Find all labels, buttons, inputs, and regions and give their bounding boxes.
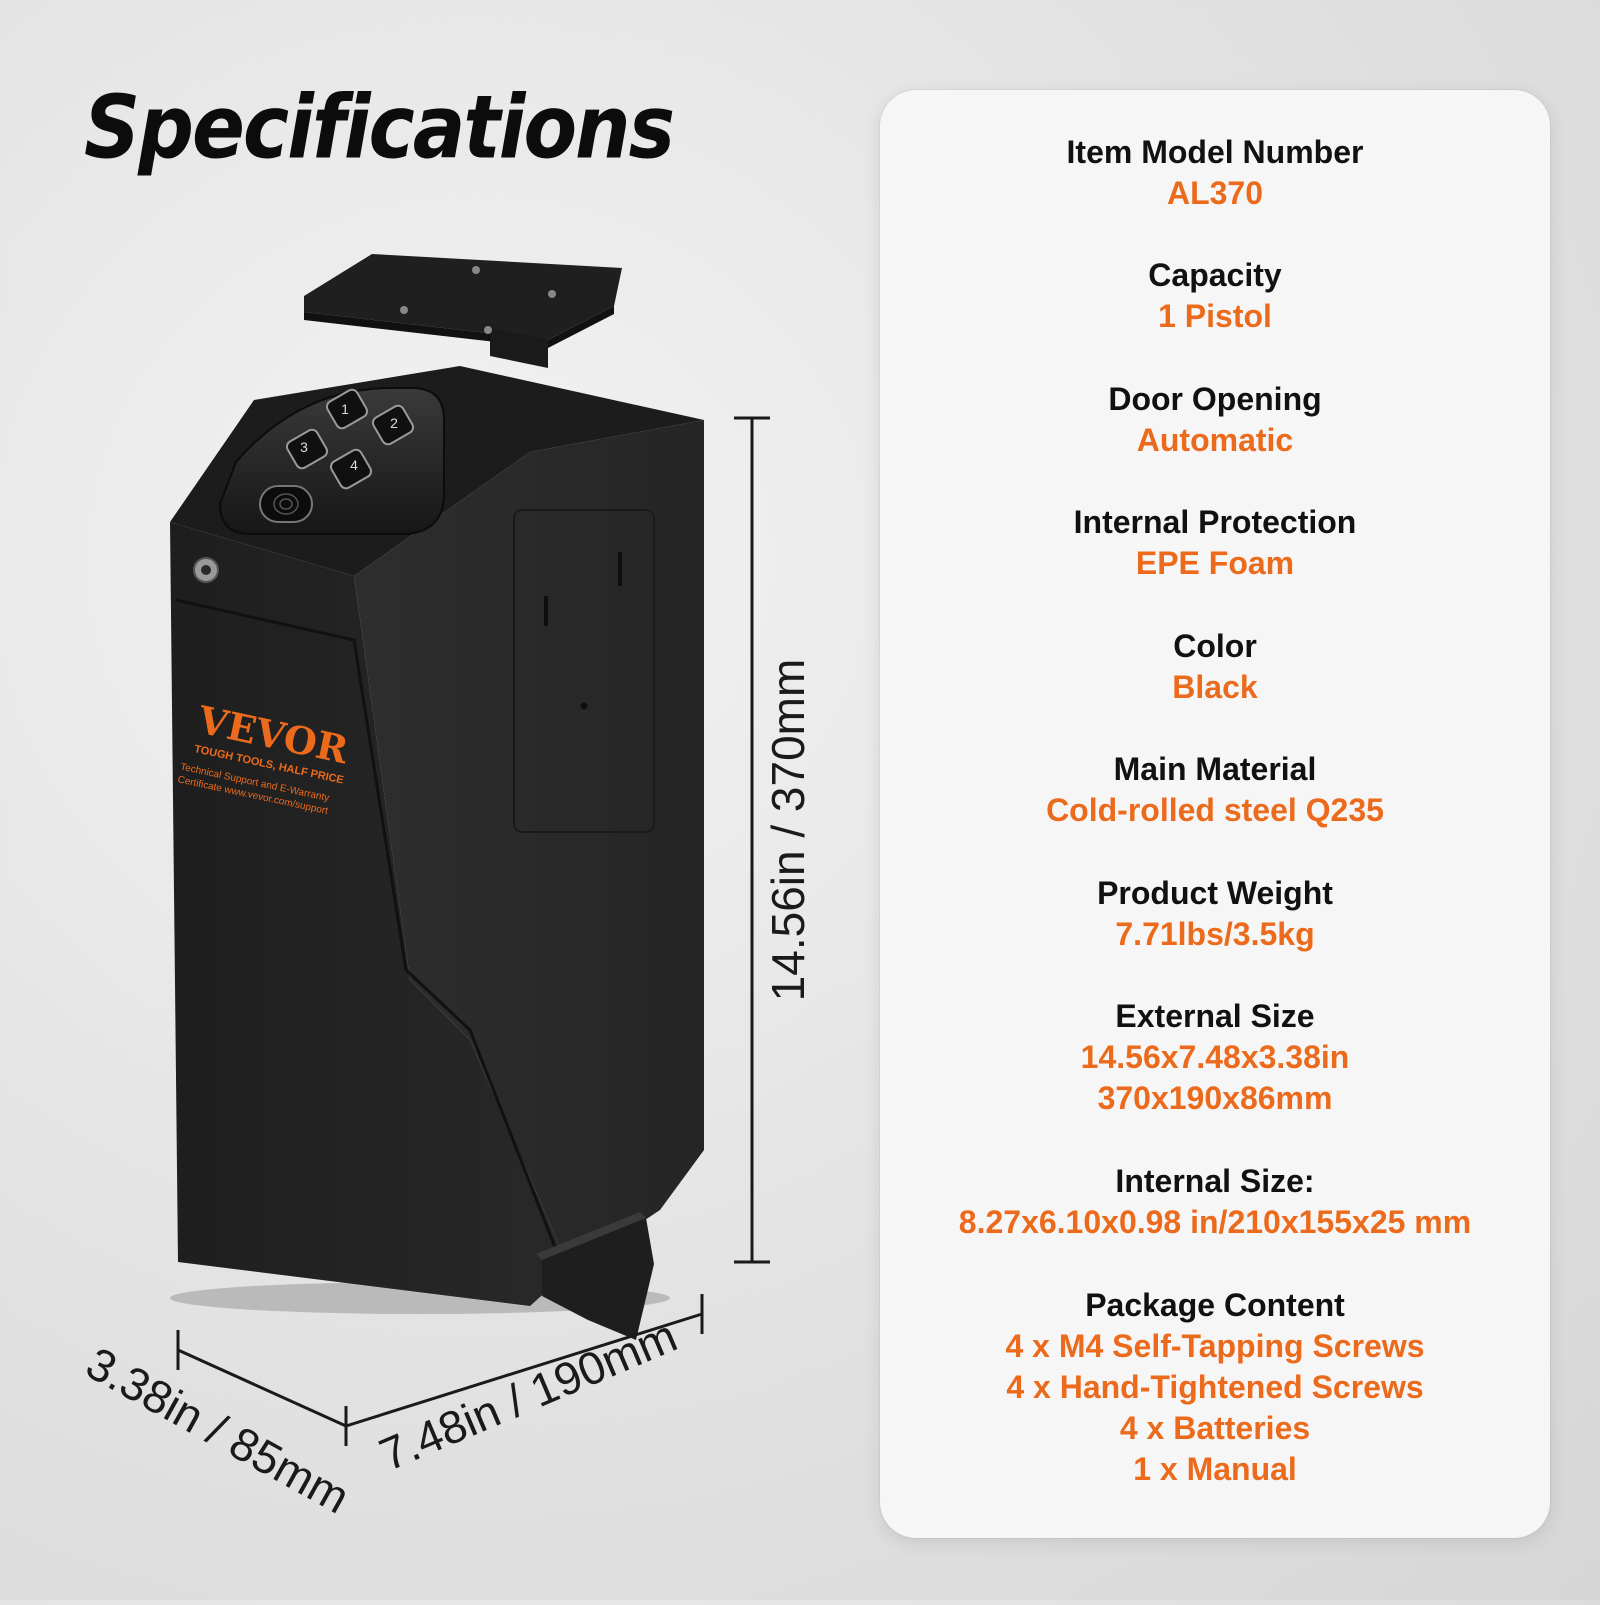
spec-internal-size: Internal Size: 8.27x6.10x0.98 in/210x155… bbox=[880, 1161, 1550, 1243]
keypad[interactable]: 1 2 3 4 bbox=[218, 387, 445, 535]
keypad-key-label: 2 bbox=[390, 415, 398, 431]
spec-door-opening: Door Opening Automatic bbox=[880, 379, 1550, 461]
spec-label: Product Weight bbox=[1097, 875, 1333, 911]
spec-capacity: Capacity 1 Pistol bbox=[880, 255, 1550, 337]
side-panel-recess bbox=[513, 509, 655, 833]
keypad-button-3[interactable]: 3 bbox=[285, 428, 329, 471]
spec-label: Door Opening bbox=[1108, 381, 1322, 417]
spec-label: External Size bbox=[1115, 998, 1315, 1034]
spec-value: 8.27x6.10x0.98 in/210x155x25 mm bbox=[958, 1204, 1472, 1240]
keypad-button-2[interactable]: 2 bbox=[371, 404, 415, 447]
spec-external-size: External Size 14.56x7.48x3.38in 370x190x… bbox=[880, 996, 1550, 1119]
spec-label: Capacity bbox=[1148, 257, 1282, 293]
product-illustration: 1 2 3 4 VEVOR TOUGH TOOLS, HALF bbox=[78, 254, 814, 1523]
tray bbox=[536, 1212, 654, 1340]
spec-value: 14.56x7.48x3.38in bbox=[1080, 1039, 1350, 1075]
depth-dimension-line bbox=[177, 1348, 347, 1428]
gun-safe-image: 1 2 3 4 VEVOR TOUGH TOOLS, HALF bbox=[170, 254, 770, 1446]
spec-value: Black bbox=[1172, 669, 1258, 705]
keypad-key-label: 4 bbox=[350, 457, 358, 473]
spec-value: Automatic bbox=[1136, 422, 1294, 458]
spec-value: AL370 bbox=[1166, 175, 1264, 211]
spec-model-number: Item Model Number AL370 bbox=[880, 132, 1550, 214]
spec-label: Internal Protection bbox=[1073, 504, 1357, 540]
door-seam bbox=[175, 598, 562, 1261]
spec-value: 4 x Batteries bbox=[1119, 1410, 1311, 1446]
spec-value: 1 x Manual bbox=[1133, 1451, 1297, 1487]
keypad-button-1[interactable]: 1 bbox=[325, 388, 369, 431]
spec-value: Cold-rolled steel Q235 bbox=[1046, 792, 1384, 828]
spec-value: 1 Pistol bbox=[1158, 298, 1272, 334]
spec-value: 7.71lbs/3.5kg bbox=[1115, 916, 1315, 952]
page-title: Specifications bbox=[84, 78, 675, 179]
safe-front bbox=[170, 522, 570, 1306]
spec-value: 4 x Hand-Tightened Screws bbox=[1006, 1369, 1424, 1405]
key-lock-icon[interactable] bbox=[193, 557, 219, 583]
spec-value: 4 x M4 Self-Tapping Screws bbox=[1005, 1328, 1425, 1364]
spec-label: Package Content bbox=[1085, 1287, 1345, 1323]
keypad-button-4[interactable]: 4 bbox=[329, 448, 373, 491]
spec-label: Main Material bbox=[1113, 751, 1317, 787]
specifications-card: Item Model Number AL370 Capacity 1 Pisto… bbox=[880, 90, 1550, 1538]
spec-label: Item Model Number bbox=[1066, 134, 1364, 170]
width-dimension-line bbox=[345, 1312, 703, 1428]
spec-value: 370x190x86mm bbox=[1097, 1080, 1333, 1116]
mounting-bracket bbox=[304, 254, 622, 368]
spec-value: EPE Foam bbox=[1135, 545, 1295, 581]
spec-package-content: Package Content 4 x M4 Self-Tapping Scre… bbox=[880, 1285, 1550, 1490]
spec-main-material: Main Material Cold-rolled steel Q235 bbox=[880, 749, 1550, 831]
spec-color: Color Black bbox=[880, 626, 1550, 708]
height-dimension-label: 14.56in / 370mm bbox=[762, 658, 814, 1002]
spec-label: Color bbox=[1173, 628, 1257, 664]
keypad-key-label: 3 bbox=[300, 439, 308, 455]
spec-label: Internal Size: bbox=[1115, 1163, 1315, 1199]
spec-product-weight: Product Weight 7.71lbs/3.5kg bbox=[880, 873, 1550, 955]
fingerprint-sensor-icon[interactable] bbox=[259, 485, 313, 523]
spec-internal-protection: Internal Protection EPE Foam bbox=[880, 502, 1550, 584]
keypad-key-label: 1 bbox=[341, 401, 349, 417]
dimension-lines bbox=[176, 416, 770, 1446]
safe-side bbox=[354, 420, 704, 1270]
